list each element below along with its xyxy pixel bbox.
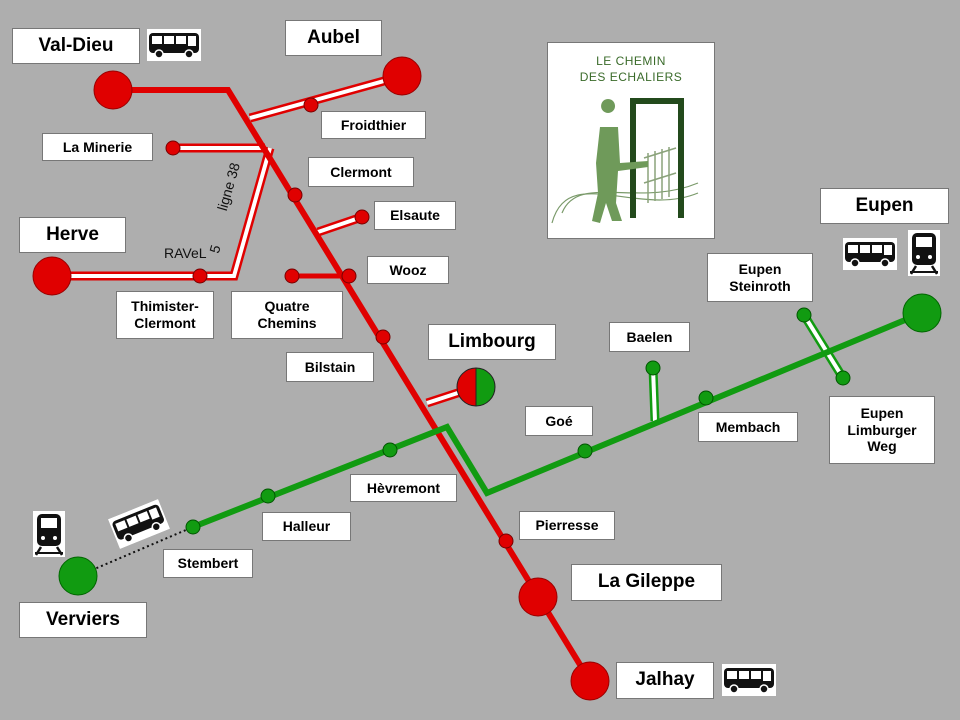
branch-aubel <box>248 71 404 123</box>
label-jalhay: Jalhay <box>616 662 714 699</box>
stop-elsaute-dot <box>354 209 370 225</box>
station-la-gileppe <box>518 577 558 617</box>
stop-wooz-dot <box>341 268 357 284</box>
branch-baelen <box>648 367 660 422</box>
label-stembert: Stembert <box>163 549 253 578</box>
red-main-line <box>113 87 593 683</box>
stop-clermont-dot <box>287 187 303 203</box>
stop-stembert-dot <box>185 519 201 535</box>
label-wooz: Wooz <box>367 256 449 284</box>
label-clermont: Clermont <box>308 157 414 187</box>
branch-herve-ravel <box>52 146 275 281</box>
train-icon <box>33 511 65 557</box>
label-quatre-chemins: Quatre Chemins <box>231 291 343 339</box>
station-verviers <box>58 556 98 596</box>
walker-gate-illustration <box>551 98 699 224</box>
label-eupen: Eupen <box>820 188 949 224</box>
stop-quatre-chemins-dot <box>284 268 300 284</box>
label-herve: Herve <box>19 217 126 253</box>
stop-goe-dot <box>577 443 593 459</box>
bus-icon <box>843 238 897 270</box>
label-aubel: Aubel <box>285 20 382 56</box>
label-eupen-limburger-weg: Eupen Limburger Weg <box>829 396 935 464</box>
stop-pierresse-dot <box>498 533 514 549</box>
train-icon <box>908 230 940 276</box>
label-pierresse: Pierresse <box>519 511 615 540</box>
stop-eupen-limburger-weg-dot <box>835 370 851 386</box>
stop-membach-dot <box>698 390 714 406</box>
label-goe: Goé <box>525 406 593 436</box>
station-val-dieu <box>93 70 133 110</box>
dotted-link-verviers <box>77 526 194 577</box>
station-aubel <box>382 56 422 96</box>
label-baelen: Baelen <box>609 322 690 352</box>
green-stops <box>185 307 851 535</box>
stop-hevremont-dot <box>382 442 398 458</box>
stop-baelen-dot <box>645 360 661 376</box>
label-verviers: Verviers <box>19 602 147 638</box>
stop-bilstain-dot <box>375 329 391 345</box>
station-eupen <box>902 293 942 333</box>
bus-icon <box>722 664 776 696</box>
station-limbourg <box>456 367 496 407</box>
station-jalhay <box>570 661 610 701</box>
logo-text: LE CHEMIN DES ECHALIERS <box>579 54 683 85</box>
label-limbourg: Limbourg <box>428 324 556 360</box>
label-val-dieu: Val-Dieu <box>12 28 140 64</box>
label-thimister-clermont: Thimister- Clermont <box>116 291 214 339</box>
label-elsaute: Elsaute <box>374 201 456 230</box>
label-la-minerie: La Minerie <box>42 133 153 161</box>
stop-halleur-dot <box>260 488 276 504</box>
ravel-label: RAVeL <box>164 245 207 261</box>
label-hevremont: Hèvremont <box>350 474 457 502</box>
label-eupen-steinroth: Eupen Steinroth <box>707 253 813 302</box>
stop-la-minerie-dot <box>165 140 181 156</box>
label-froidthier: Froidthier <box>321 111 426 139</box>
label-membach: Membach <box>698 412 798 442</box>
label-halleur: Halleur <box>262 512 351 541</box>
branch-elsaute <box>316 212 364 237</box>
stop-thimister-clermont-dot <box>192 268 208 284</box>
bus-icon <box>147 29 201 61</box>
label-la-gileppe: La Gileppe <box>571 564 722 601</box>
branch-eupen-steinroth <box>800 312 847 381</box>
red-stops <box>165 97 514 549</box>
chemin-des-echaliers-logo: LE CHEMIN DES ECHALIERS <box>547 42 715 239</box>
stop-eupen-steinroth-dot <box>796 307 812 323</box>
label-bilstain: Bilstain <box>286 352 374 382</box>
bus-icon <box>107 499 171 549</box>
station-herve <box>32 256 72 296</box>
stop-froidthier-dot <box>303 97 319 113</box>
